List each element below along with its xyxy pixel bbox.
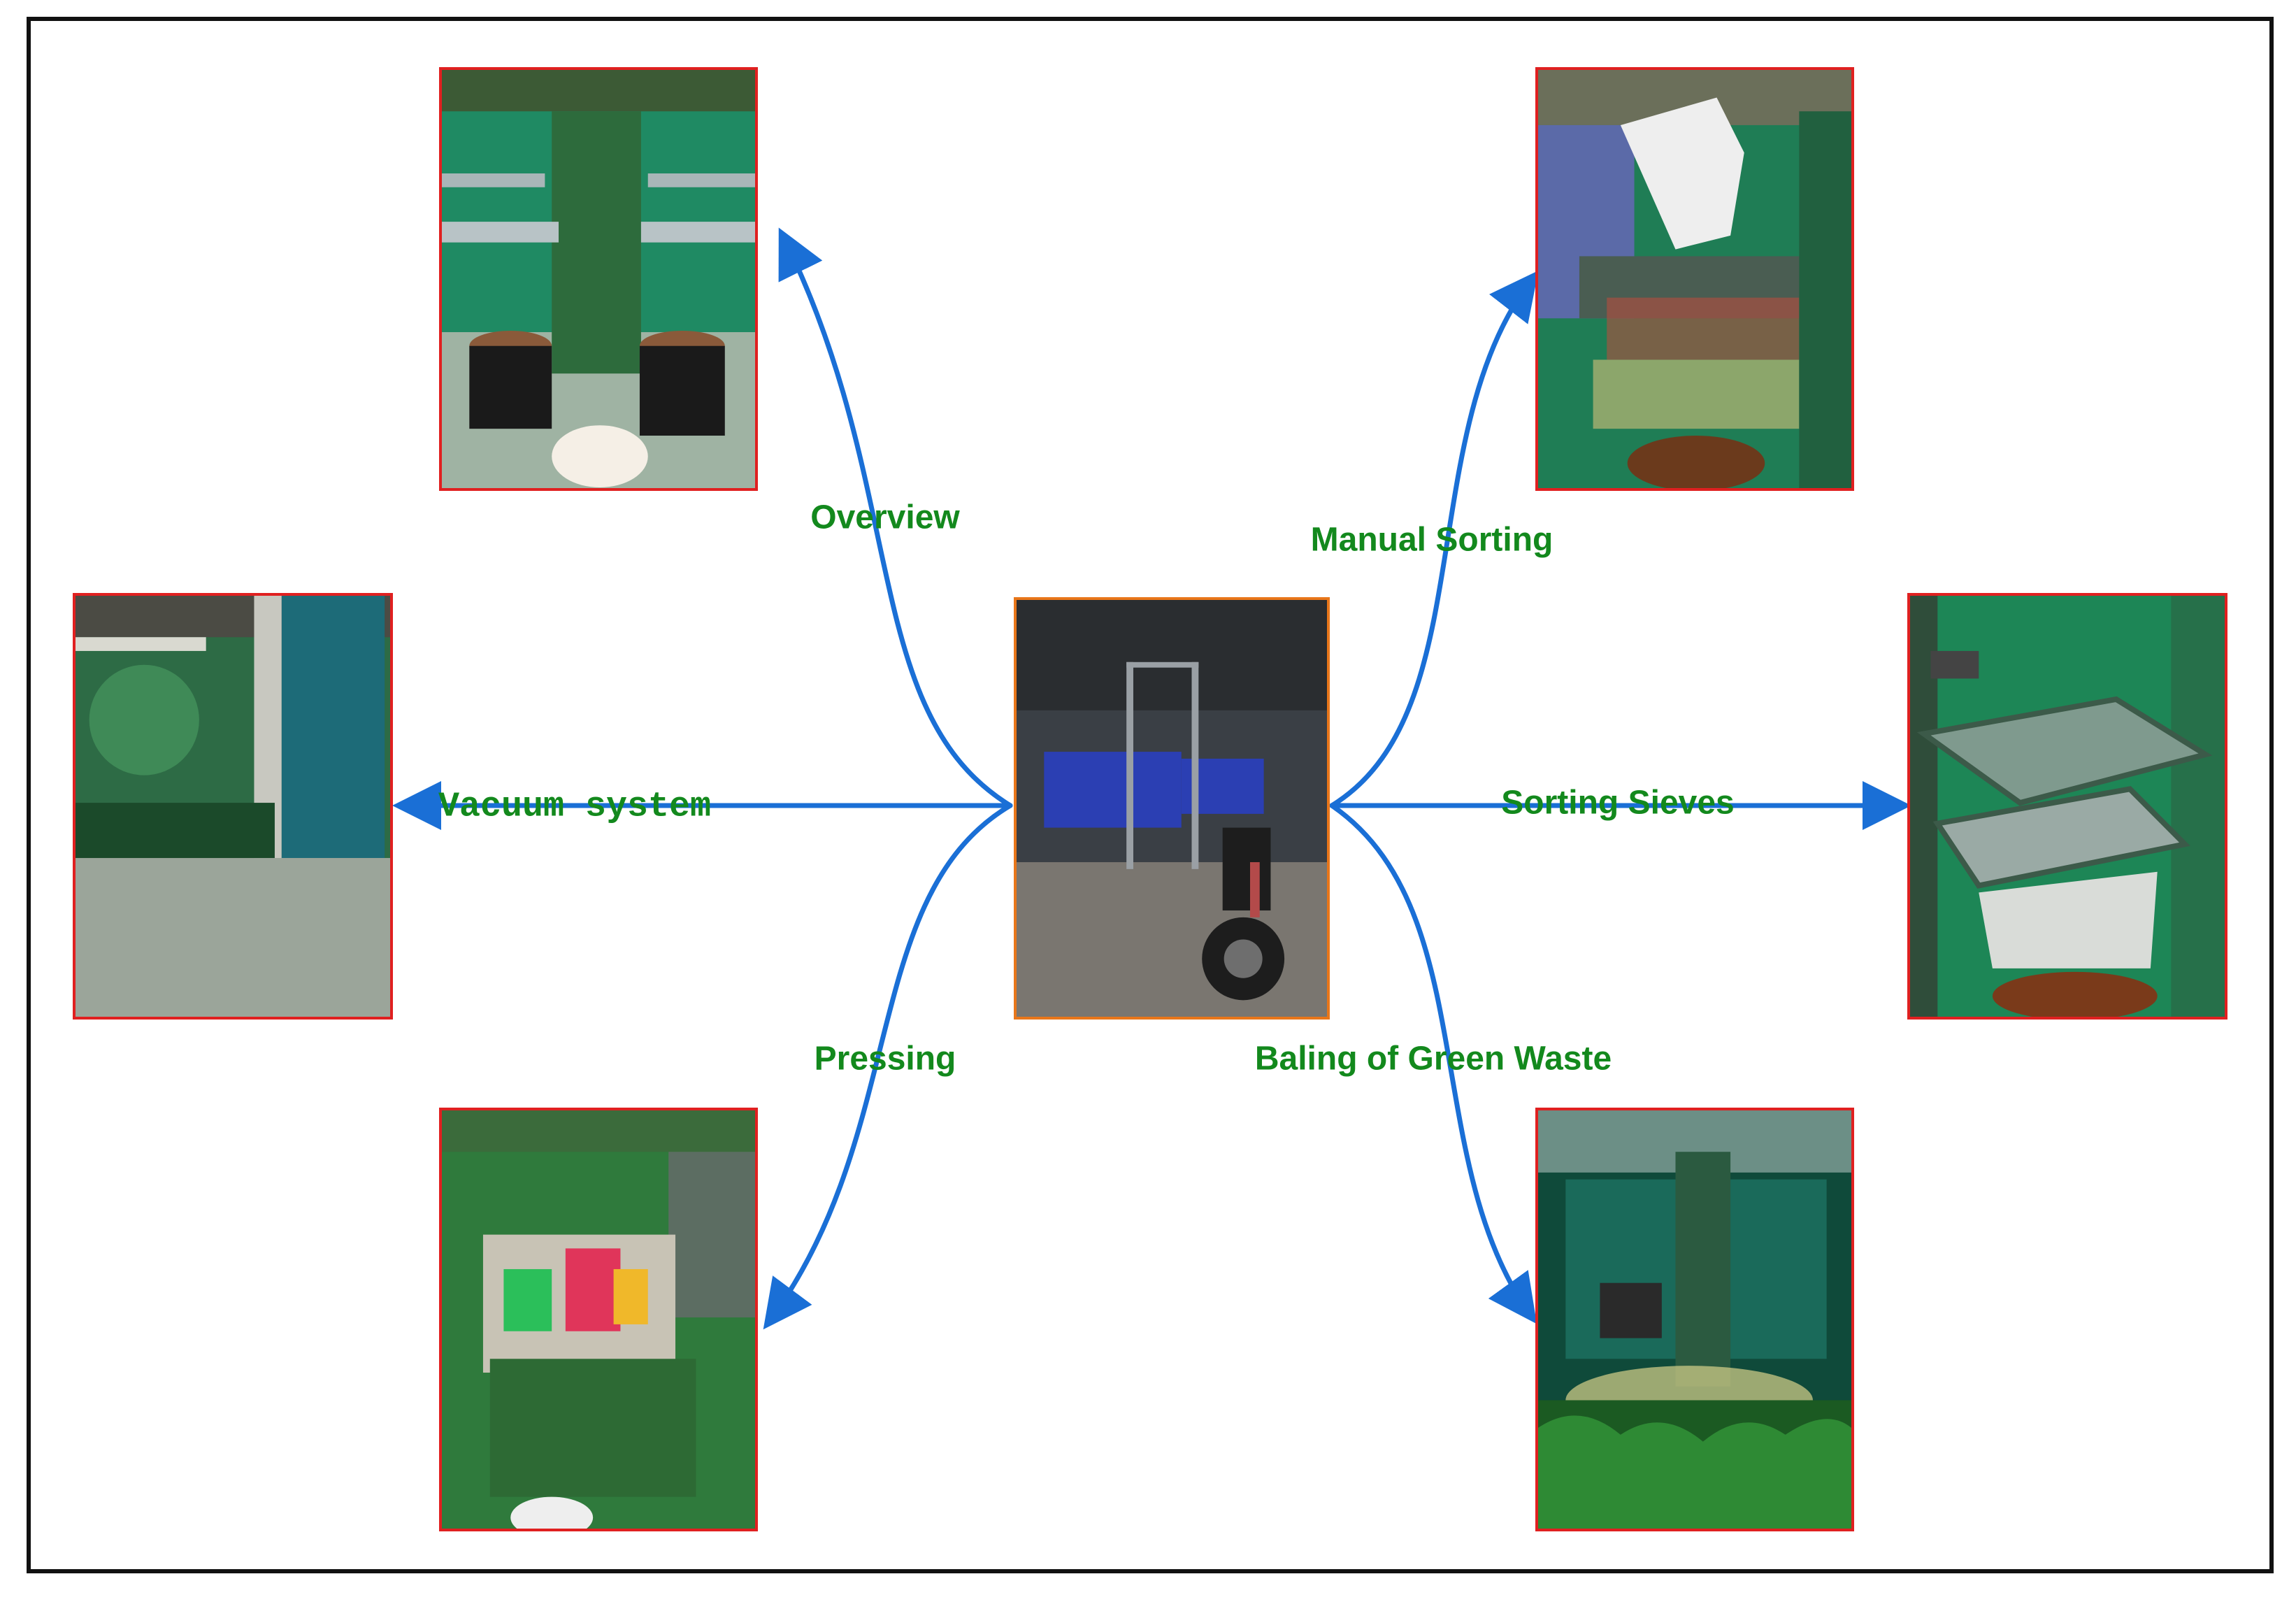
branch-label-overview: Overview [810, 499, 960, 536]
arrow-baling [1329, 803, 1537, 1324]
vacuum-system-photo [73, 593, 393, 1020]
baling-photo [1535, 1108, 1854, 1531]
branch-label-manual-sorting: Manual Sorting [1310, 521, 1554, 559]
pressing-photo [439, 1108, 758, 1531]
branch-label-vacuum-system: Vacuum system [438, 787, 712, 827]
branch-label-sorting-sieves: Sorting Sieves [1501, 784, 1735, 822]
branch-label-baling: Baling of Green Waste [1254, 1040, 1612, 1078]
arrow-pressing [763, 803, 1013, 1330]
sorting-sieves-photo [1907, 593, 2227, 1020]
cargo-tricycle-photo [1014, 597, 1330, 1020]
arrow-overview [778, 227, 1013, 808]
overview-photo [439, 67, 758, 491]
diagram-frame [27, 17, 2274, 1573]
manual-sorting-photo [1535, 67, 1854, 491]
arrow-manual-sorting [1329, 270, 1539, 808]
branch-label-pressing: Pressing [814, 1040, 956, 1078]
